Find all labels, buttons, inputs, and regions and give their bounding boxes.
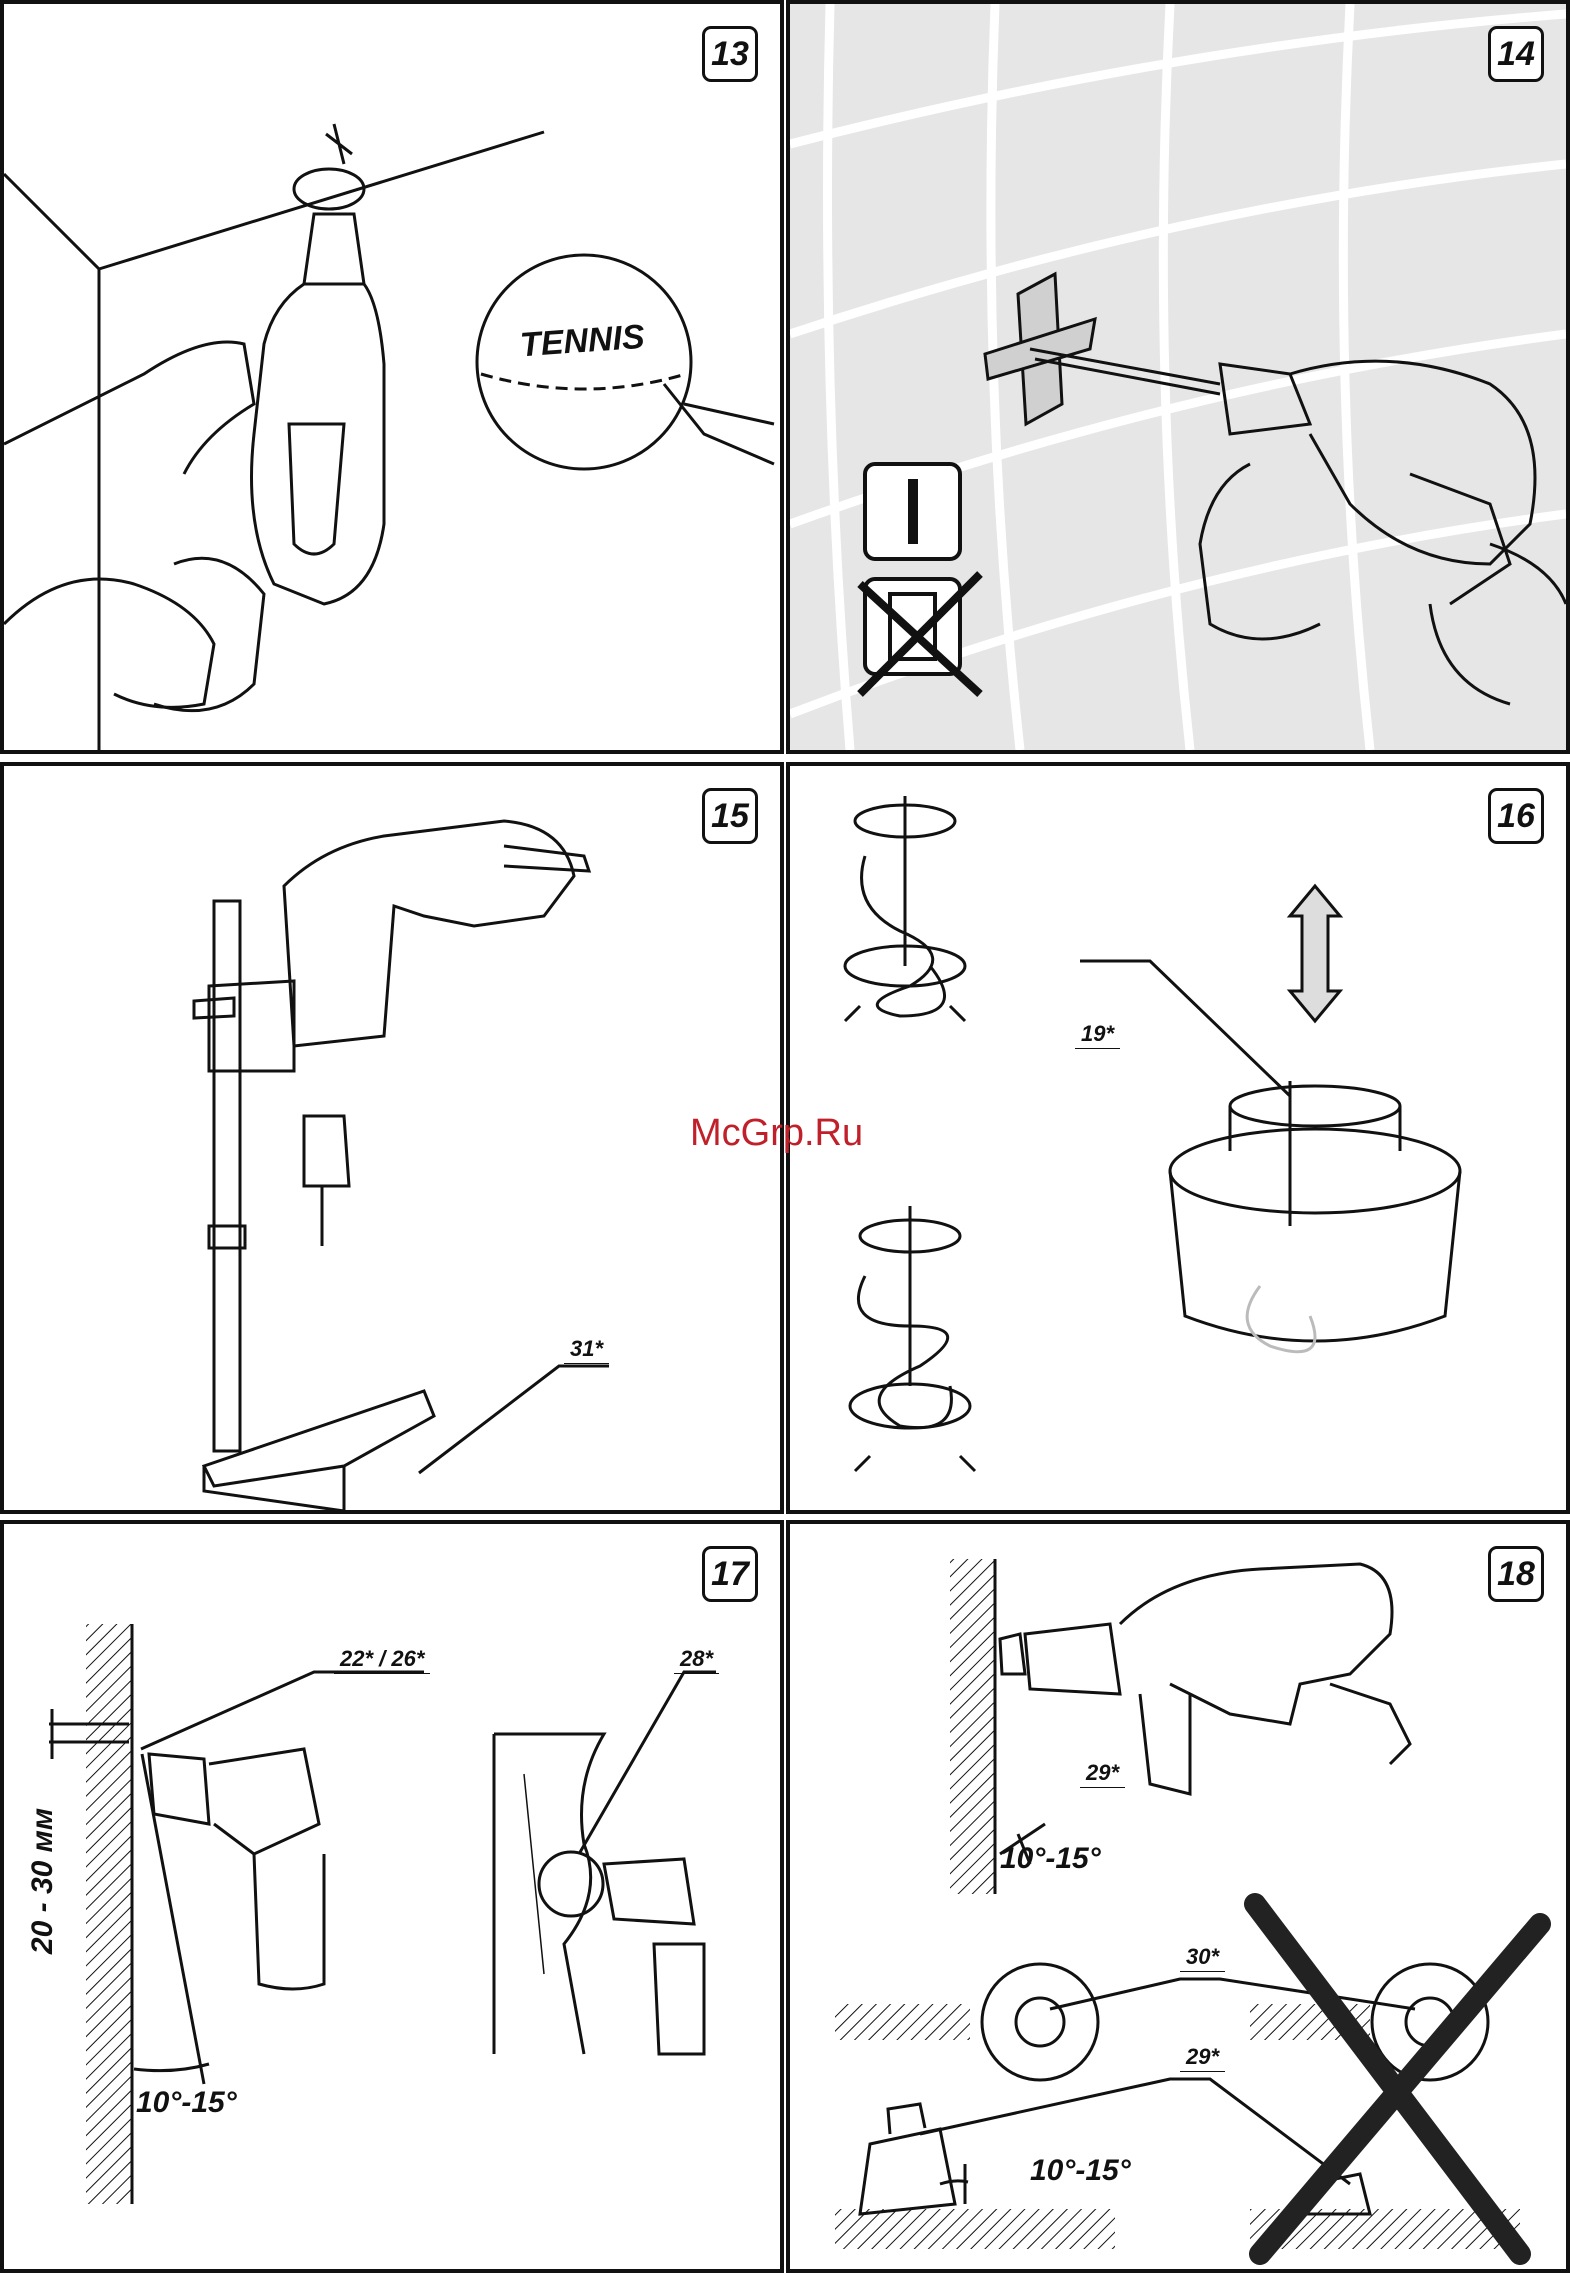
label-19: 19* <box>1075 1021 1120 1049</box>
panel-18: 18 29* 10°-15° 30* 29* 10°-15° <box>786 1520 1570 2273</box>
panel-number: 15 <box>702 788 758 844</box>
angle-label-bottom: 10°-15° <box>1030 2154 1131 2188</box>
panel-15: 15 31* <box>0 762 784 1514</box>
panel-number: 13 <box>702 26 758 82</box>
label-22-26: 22* / 26* <box>334 1646 430 1674</box>
label-30: 30* <box>1180 1944 1225 1972</box>
label-29-bottom: 29* <box>1180 2044 1225 2072</box>
panel-number: 18 <box>1488 1546 1544 1602</box>
label-29-top: 29* <box>1080 1760 1125 1788</box>
panel-number: 16 <box>1488 788 1544 844</box>
brush-wall-illustration <box>4 1524 780 2269</box>
panel-16: 16 19* <box>786 762 1570 1514</box>
angle-label-top: 10°-15° <box>1000 1842 1101 1876</box>
mixing-paddle-illustration <box>790 766 1566 1510</box>
dimension-20-30mm: 20 - 30 мм <box>26 1808 60 1954</box>
panel-number: 17 <box>702 1546 758 1602</box>
angle-label: 10°-15° <box>136 2086 237 2120</box>
label-31: 31* <box>564 1336 609 1364</box>
tile-wall-illustration <box>790 4 1566 750</box>
wire-brush-illustration <box>790 1524 1566 2269</box>
watermark: McGrp.Ru <box>690 1112 863 1155</box>
label-28: 28* <box>674 1646 719 1674</box>
panel-14: 14 <box>786 0 1570 754</box>
drill-stand-illustration <box>4 766 780 1510</box>
drill-ceiling-illustration <box>4 4 780 750</box>
panel-17: 17 22* / 26* 28* 20 - 30 мм 10°-15° <box>0 1520 784 2273</box>
panel-number: 14 <box>1488 26 1544 82</box>
panel-13: 13 TENNIS <box>0 0 784 754</box>
